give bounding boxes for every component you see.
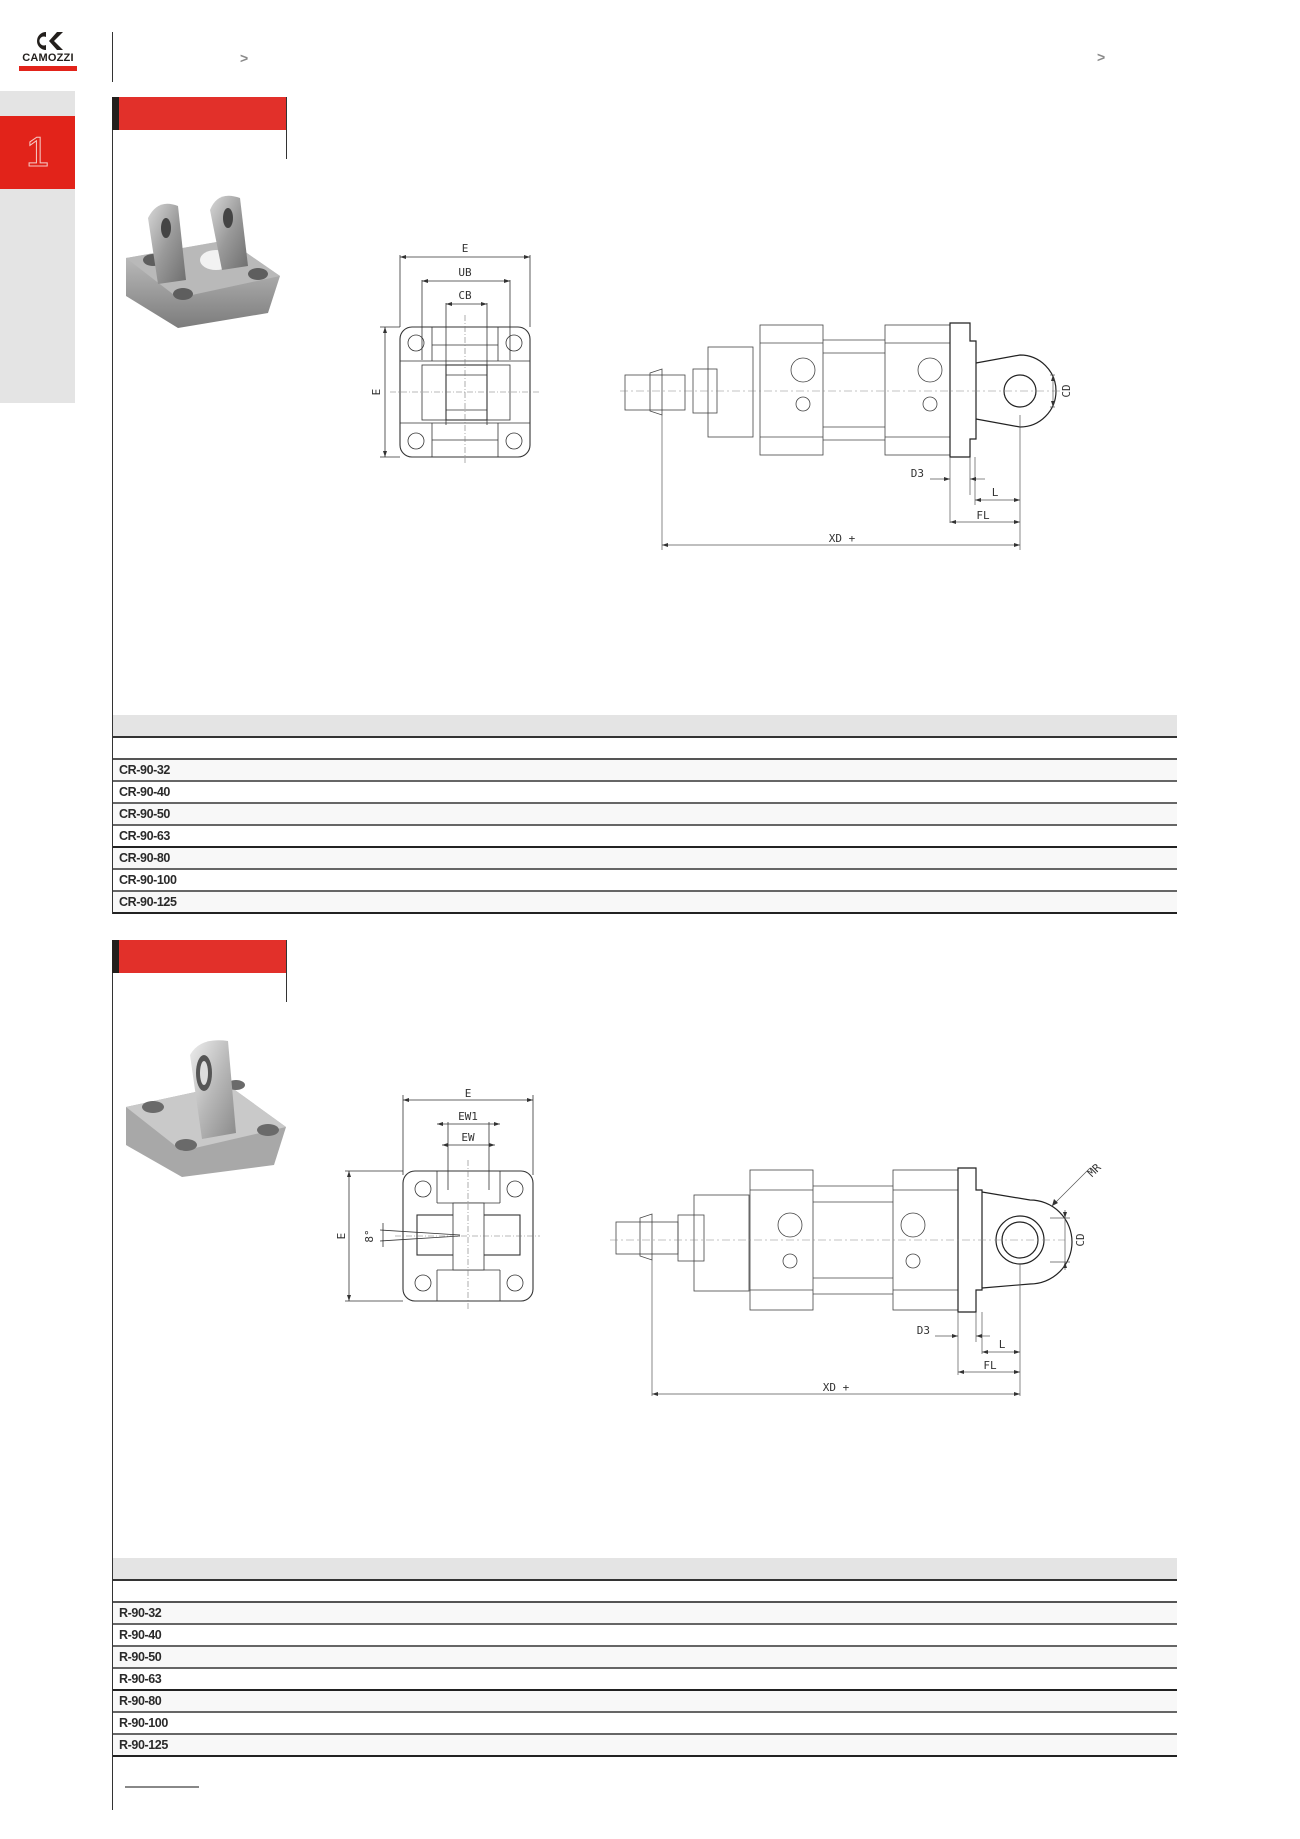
table-body: R-90-32 R-90-40 R-90-50 R-90-63 R-90-80 … bbox=[113, 1603, 1177, 1757]
label-l: L bbox=[999, 1338, 1006, 1351]
table-subheader bbox=[113, 1581, 1177, 1603]
drawing-side-view-hinge: MR CD D3 L FL XD + bbox=[610, 1161, 1104, 1396]
label-angle: 8° bbox=[363, 1229, 376, 1242]
section-rule-1 bbox=[112, 97, 113, 912]
label-fl: FL bbox=[976, 509, 990, 522]
table-body: CR-90-32 CR-90-40 CR-90-50 CR-90-63 CR-9… bbox=[113, 760, 1177, 914]
header-divider bbox=[112, 32, 113, 82]
table-header bbox=[113, 715, 1177, 738]
banner-rule bbox=[286, 97, 287, 159]
table-row: CR-90-50 bbox=[113, 804, 1177, 826]
label-xd: XD + bbox=[829, 532, 856, 545]
dimensions-table-r: R-90-32 R-90-40 R-90-50 R-90-63 R-90-80 … bbox=[112, 1558, 1177, 1757]
label-d3: D3 bbox=[917, 1324, 930, 1337]
drawing-side-view-clevis: CD D3 L FL XD + bbox=[620, 322, 1073, 550]
table-row: CR-90-40 bbox=[113, 782, 1177, 804]
section-banner-1 bbox=[112, 97, 286, 130]
table-row: R-90-63 bbox=[113, 1669, 1177, 1691]
chapter-number: 1 bbox=[25, 128, 50, 176]
label-cd: CD bbox=[1074, 1233, 1087, 1246]
table-row: R-90-50 bbox=[113, 1647, 1177, 1669]
table-subheader bbox=[113, 738, 1177, 760]
drawing-front-view-hinge: E EW1 EW E 8° bbox=[335, 1087, 540, 1310]
label-d3: D3 bbox=[911, 467, 924, 480]
table-row: R-90-125 bbox=[113, 1735, 1177, 1757]
brand-bar bbox=[19, 66, 77, 71]
table-row: CR-90-80 bbox=[113, 848, 1177, 870]
label-e-vertical: E bbox=[335, 1233, 348, 1240]
label-xd: XD + bbox=[823, 1381, 850, 1394]
product-photo-clevis bbox=[126, 195, 280, 328]
section-banner-2 bbox=[112, 940, 286, 973]
table-row: CR-90-125 bbox=[113, 892, 1177, 914]
table-header bbox=[113, 1558, 1177, 1581]
label-ew1: EW1 bbox=[458, 1110, 478, 1123]
table-row: CR-90-100 bbox=[113, 870, 1177, 892]
table-row: R-90-40 bbox=[113, 1625, 1177, 1647]
label-e-vertical: E bbox=[370, 389, 383, 396]
breadcrumb-separator-1: > bbox=[240, 50, 249, 66]
label-e: E bbox=[462, 242, 469, 255]
label-e: E bbox=[465, 1087, 472, 1100]
table-row: R-90-80 bbox=[113, 1691, 1177, 1713]
chapter-tab[interactable]: 1 bbox=[0, 116, 75, 189]
breadcrumb-separator-2: > bbox=[1097, 49, 1106, 65]
table-row: CR-90-63 bbox=[113, 826, 1177, 848]
label-ub: UB bbox=[458, 266, 472, 279]
dimensions-table-cr: CR-90-32 CR-90-40 CR-90-50 CR-90-63 CR-9… bbox=[112, 715, 1177, 914]
camozzi-logo: CAMOZZI bbox=[18, 30, 78, 76]
drawing-front-view-clevis: E UB CB E bbox=[370, 242, 540, 463]
camozzi-mark-icon bbox=[37, 32, 63, 50]
product-photo-hinge bbox=[126, 1040, 286, 1177]
label-cd: CD bbox=[1060, 384, 1073, 397]
brand-name: CAMOZZI bbox=[22, 52, 74, 64]
label-l: L bbox=[992, 486, 999, 499]
label-fl: FL bbox=[983, 1359, 997, 1372]
label-cb: CB bbox=[458, 289, 472, 302]
label-ew: EW bbox=[461, 1131, 475, 1144]
footer-rule bbox=[125, 1786, 199, 1788]
table-row: R-90-100 bbox=[113, 1713, 1177, 1735]
section-rule-2 bbox=[112, 940, 113, 1810]
label-mr: MR bbox=[1085, 1161, 1104, 1180]
table-row: CR-90-32 bbox=[113, 760, 1177, 782]
table-row: R-90-32 bbox=[113, 1603, 1177, 1625]
banner-rule bbox=[286, 940, 287, 1002]
